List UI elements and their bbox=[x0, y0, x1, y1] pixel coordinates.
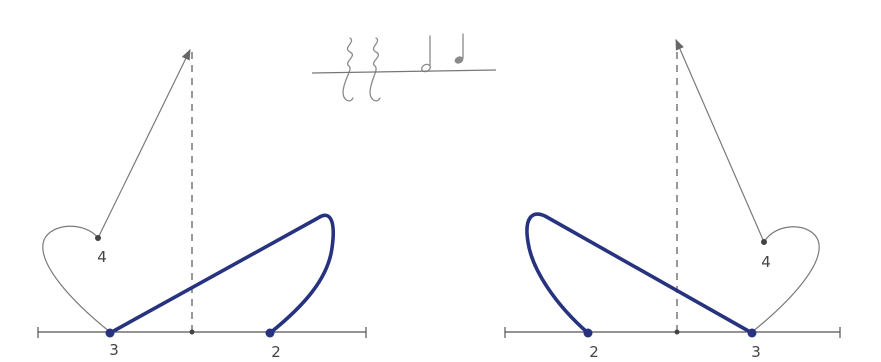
right-beat-4-dot bbox=[761, 239, 767, 245]
quarter-rest-icon bbox=[342, 37, 354, 102]
notation-baseline bbox=[311, 69, 497, 74]
left-beat-3-dot bbox=[105, 328, 115, 338]
right-highlighted-stroke bbox=[525, 212, 754, 335]
left-upbeat-arrow bbox=[97, 49, 191, 239]
left-conducting-pattern: 4 3 2 bbox=[37, 49, 367, 361]
left-beat-3-label: 3 bbox=[109, 341, 119, 359]
right-conducting-pattern: 4 2 3 bbox=[504, 39, 841, 361]
left-beat-4-label: 4 bbox=[97, 248, 107, 266]
left-beat-4-dot bbox=[95, 235, 101, 241]
quarter-note-icon bbox=[454, 33, 464, 64]
left-beat-2-dot bbox=[265, 328, 275, 338]
right-beat-4-loop bbox=[751, 226, 820, 333]
half-note-icon bbox=[421, 35, 431, 73]
left-highlighted-stroke bbox=[108, 213, 335, 335]
left-center-dot bbox=[189, 329, 195, 335]
right-beat-3-dot bbox=[747, 328, 757, 338]
left-beat-4-loop bbox=[42, 225, 111, 333]
right-beat-4-label: 4 bbox=[761, 253, 771, 271]
quarter-rest-icon bbox=[369, 37, 381, 102]
right-upbeat-arrow bbox=[675, 39, 765, 243]
right-beat-2-dot bbox=[583, 328, 593, 338]
right-beat-2-label: 2 bbox=[589, 343, 599, 361]
right-center-dot bbox=[674, 329, 680, 335]
rhythm-notation bbox=[311, 33, 497, 102]
right-beat-3-label: 3 bbox=[751, 343, 761, 361]
left-beat-2-label: 2 bbox=[271, 343, 281, 361]
